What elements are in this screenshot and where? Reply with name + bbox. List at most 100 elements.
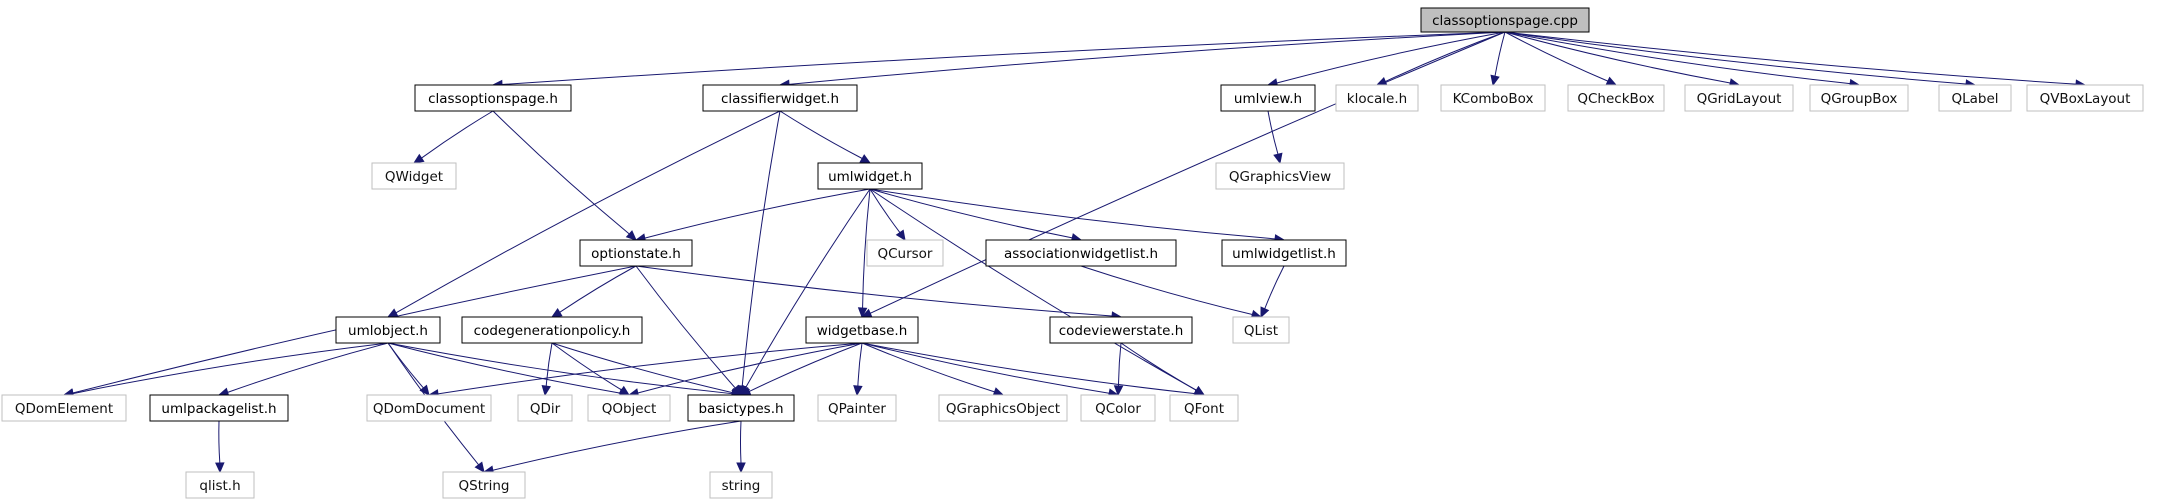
edges-layer	[62, 31, 2087, 475]
node-optionstate-h[interactable]: optionstate.h	[579, 239, 693, 267]
node-box	[1938, 84, 2012, 112]
edge-line	[637, 342, 863, 394]
node-basictypes-h[interactable]: basictypes.h	[687, 394, 795, 422]
edge-widgetbase_h-to-QColor	[861, 342, 1120, 398]
edge-line	[1264, 265, 1285, 309]
edge-umlwidget_h-to-optionstate_h	[634, 188, 871, 243]
edge-umlwidget_h-to-widgetbase_h	[857, 188, 871, 319]
edge-line	[1504, 31, 1731, 84]
node-associationwidgetlist-h[interactable]: associationwidgetlist.h	[985, 239, 1177, 267]
node-codegenerationpolicy-h[interactable]: codegenerationpolicy.h	[461, 316, 643, 344]
edge-optionstate_h-to-codeviewerstate_h	[635, 265, 1123, 321]
edge-widgetbase_h-to-basictypes_h	[739, 342, 863, 396]
node-box	[1215, 162, 1345, 190]
nodes-layer: classoptionspage.cpp classoptionspage.h cl…	[1, 7, 2144, 499]
edge-line	[869, 188, 901, 233]
node-classifierwidget-h[interactable]: classifierwidget.h	[702, 84, 858, 112]
node-QFont: QFont	[1169, 394, 1239, 422]
edge-line	[421, 110, 494, 159]
node-label: KComboBox	[1453, 91, 1534, 107]
node-QCursor: QCursor	[866, 239, 944, 267]
edge-line	[861, 342, 995, 393]
node-root: classoptionspage.cpp	[1420, 7, 1590, 33]
node-box	[805, 316, 919, 344]
edge-arrowhead	[736, 462, 746, 474]
edge-arrowhead	[419, 384, 430, 396]
node-label: codegenerationpolicy.h	[474, 323, 631, 339]
node-widgetbase-h[interactable]: widgetbase.h	[805, 316, 919, 344]
node-QWidget: QWidget	[371, 162, 457, 190]
edge-line	[869, 188, 1073, 239]
node-umlpackagelist-h[interactable]: umlpackagelist.h	[149, 394, 289, 422]
node-box	[579, 239, 693, 267]
node-box	[985, 239, 1177, 267]
edge-root-to-QGroupBox	[1504, 31, 1861, 89]
edge-arrowhead	[412, 153, 425, 164]
edge-line	[551, 342, 622, 391]
edge-line	[788, 31, 1506, 85]
node-umlwidgetlist-h[interactable]: umlwidgetlist.h	[1221, 239, 1347, 267]
edge-associationwidgetlist_h-to-QList	[1080, 265, 1263, 319]
edge-arrowhead	[625, 230, 637, 241]
edge-umlobject_h-to-basictypes_h	[387, 342, 743, 399]
edge-widgetbase_h-to-QFont	[861, 342, 1206, 399]
edge-line	[1504, 31, 1967, 85]
edge-classoptionspage_h-to-optionstate_h	[492, 110, 637, 241]
edge-line	[395, 110, 781, 314]
node-box	[366, 394, 492, 422]
node-box	[371, 162, 457, 190]
edge-widgetbase_h-to-QGraphicsObject	[861, 342, 1005, 397]
edge-arrowhead	[1193, 385, 1206, 396]
edge-line	[869, 188, 1276, 240]
edge-arrowhead	[541, 384, 551, 397]
node-box	[335, 316, 441, 344]
edge-line	[635, 265, 1113, 317]
edge-classoptionspage_h-to-QWidget	[412, 110, 494, 164]
node-classoptionspage-h[interactable]: classoptionspage.h	[414, 84, 572, 112]
node-box	[1049, 316, 1193, 344]
node-label: QColor	[1095, 401, 1141, 417]
node-umlview-h[interactable]: umlview.h	[1220, 84, 1316, 112]
node-QLabel: QLabel	[1938, 84, 2012, 112]
edge-arrowhead	[1113, 385, 1124, 397]
edge-codeviewerstate_h-to-QColor	[1113, 342, 1124, 397]
edge-line	[551, 342, 733, 394]
edge-optionstate_h-to-codegenerationpolicy_h	[550, 265, 637, 318]
edge-line	[1120, 342, 1197, 391]
edge-codeviewerstate_h-to-QFont	[1120, 342, 1206, 396]
node-QGraphicsObject: QGraphicsObject	[938, 394, 1068, 422]
edge-line	[72, 342, 389, 395]
edge-line	[501, 31, 1506, 86]
edge-line	[387, 342, 424, 389]
node-QColor: QColor	[1080, 394, 1156, 422]
edge-line	[857, 342, 863, 387]
edge-line	[1267, 110, 1279, 155]
edge-arrowhead	[1273, 152, 1283, 165]
node-QDir: QDir	[517, 394, 573, 422]
edge-umlwidget_h-to-QFont	[869, 188, 1206, 396]
node-box	[1221, 239, 1347, 267]
edge-basictypes_h-to-string	[736, 420, 746, 474]
node-codeviewerstate-h[interactable]: codeviewerstate.h	[1049, 316, 1193, 344]
node-box	[702, 84, 858, 112]
node-box	[587, 394, 671, 422]
node-QObject: QObject	[587, 394, 671, 422]
node-QDomElement: QDomElement	[1, 394, 127, 422]
node-box	[1440, 84, 1546, 112]
edge-arrowhead	[1260, 306, 1270, 319]
edge-umlwidget_h-to-QCursor	[869, 188, 906, 242]
node-box	[687, 394, 795, 422]
node-KComboBox: KComboBox	[1440, 84, 1546, 112]
node-box	[1809, 84, 1909, 112]
node-umlobject-h[interactable]: umlobject.h	[335, 316, 441, 344]
edge-line	[1504, 31, 1851, 85]
edge-line	[1118, 342, 1122, 387]
edge-root-to-KComboBox	[1490, 31, 1506, 87]
node-QCheckBox: QCheckBox	[1567, 84, 1665, 112]
edge-line	[644, 188, 871, 239]
node-label: umlpackagelist.h	[161, 401, 276, 417]
edge-umlpackagelist_h-to-qlist_h	[215, 420, 225, 474]
edge-line	[559, 265, 637, 313]
node-umlwidget-h[interactable]: umlwidget.h	[817, 162, 923, 190]
